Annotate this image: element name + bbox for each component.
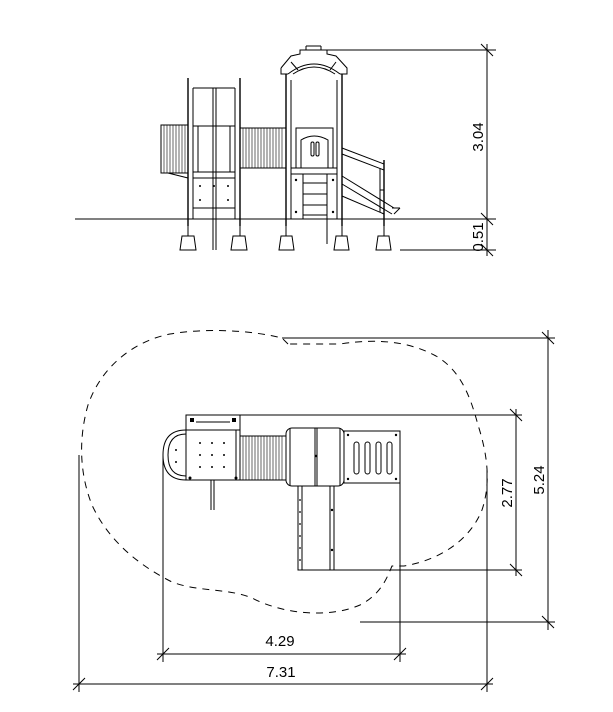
dimension-plan-width: 4.29 — [265, 633, 294, 650]
slide — [341, 147, 401, 251]
crawl-tube — [239, 127, 287, 169]
plan-left-tower — [162, 414, 241, 510]
plan-dimensions — [72, 330, 555, 692]
safety-zone-outline — [81, 330, 488, 614]
plan-right-tower — [285, 427, 345, 487]
plan-slide — [343, 430, 401, 484]
dimension-plan-depth: 2.77 — [499, 478, 516, 507]
plan-ladder — [297, 485, 335, 571]
elevation-dimensions — [320, 43, 496, 257]
elevation-view: 3.04 0.51 — [75, 43, 496, 257]
dimension-elevation-height: 3.04 — [470, 122, 487, 151]
right-tower — [278, 45, 350, 251]
plan-view: 2.77 5.24 4.29 7.31 — [72, 330, 555, 692]
left-tower — [179, 78, 248, 251]
dimension-plan-total-depth: 5.24 — [531, 465, 548, 494]
dimension-plan-total-width: 7.31 — [266, 664, 295, 681]
plan-crawl-tube — [239, 435, 287, 481]
dimension-elevation-footing: 0.51 — [470, 222, 487, 251]
side-panel — [160, 124, 189, 179]
